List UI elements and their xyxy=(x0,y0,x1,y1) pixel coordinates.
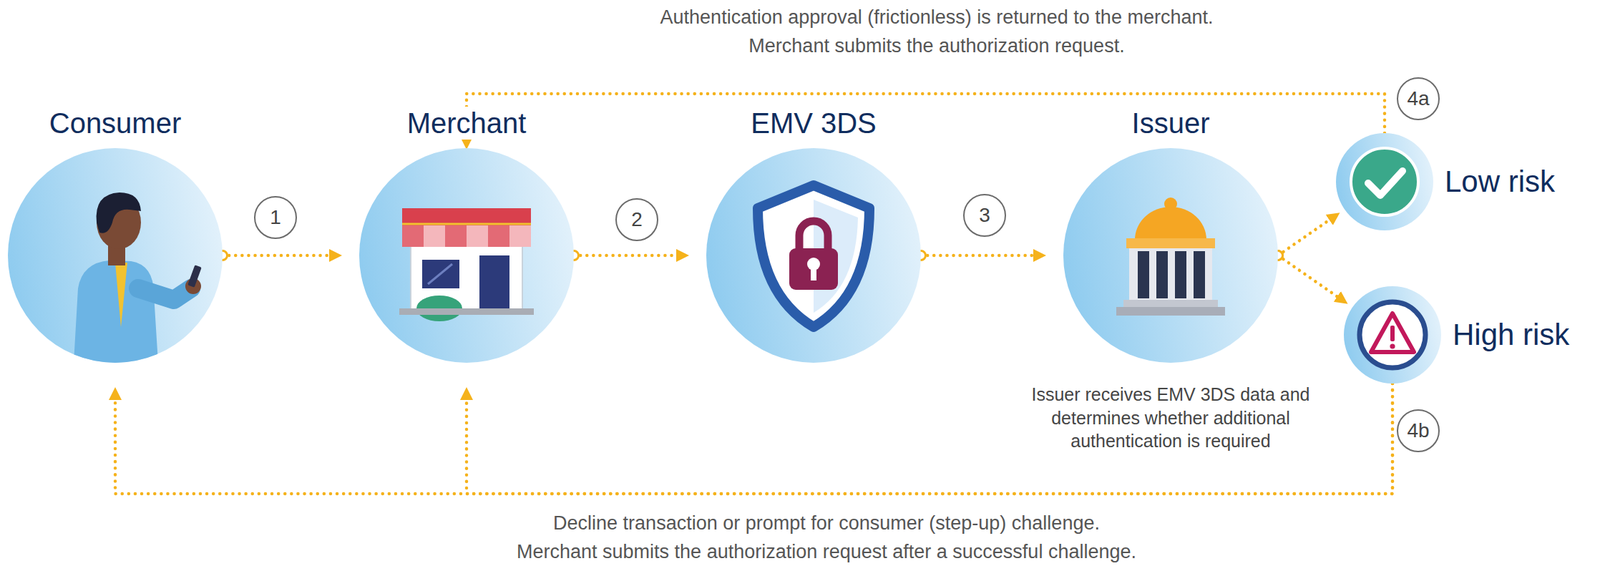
icon-part xyxy=(810,266,817,281)
icon-part xyxy=(509,225,531,247)
icon-part xyxy=(1123,299,1218,307)
icon-part xyxy=(466,225,489,247)
icon-part xyxy=(422,259,460,289)
icon-part xyxy=(445,225,467,247)
bank-building xyxy=(1116,197,1226,316)
circle-shape xyxy=(1335,133,1434,231)
node-heading: Low risk xyxy=(1444,164,1555,199)
callout-number: 3 xyxy=(963,193,1007,237)
icon-part xyxy=(1134,206,1207,240)
icon-part xyxy=(789,248,838,290)
icon-part xyxy=(96,192,141,234)
icon-part xyxy=(1389,343,1395,349)
dotted-arrow xyxy=(222,254,338,258)
callout-number: 2 xyxy=(615,198,659,242)
icon-part xyxy=(1116,306,1226,316)
flow-note: Merchant submits the authorization reque… xyxy=(745,35,1128,58)
icon-part xyxy=(1116,197,1226,316)
risk-circle: High risk xyxy=(1343,286,1442,384)
circle-fill xyxy=(359,148,574,363)
icon-part xyxy=(1371,313,1414,353)
callout-number: 1 xyxy=(254,196,297,239)
icon-part xyxy=(1359,301,1426,368)
actor-circle: Consumer xyxy=(7,148,223,363)
check-icon xyxy=(1350,148,1419,216)
icon-part xyxy=(1368,171,1403,196)
actor-circle: IssuerIssuer receives EMV 3DS data and d… xyxy=(1063,148,1278,363)
icon-part xyxy=(1126,238,1216,249)
node-heading: Consumer xyxy=(45,106,187,140)
icon-part xyxy=(1156,251,1168,299)
node-heading: EMV 3DS xyxy=(746,106,881,140)
icon-part xyxy=(1193,251,1206,299)
flow-note: Decline transaction or prompt for consum… xyxy=(550,512,1103,535)
icon-part xyxy=(423,225,446,247)
icon-part xyxy=(1129,248,1213,302)
icon-part xyxy=(488,225,510,247)
flow-note: Authentication approval (frictionless) i… xyxy=(657,6,1217,29)
icon-part xyxy=(73,260,159,363)
icon-part xyxy=(187,264,202,288)
circle-shape xyxy=(359,148,574,363)
circle-fill xyxy=(1343,286,1442,384)
circle-shape xyxy=(1063,148,1278,363)
dotted-arrow xyxy=(920,254,1042,258)
node-heading: High risk xyxy=(1452,317,1570,353)
dotted-arrow xyxy=(115,383,1393,494)
dotted-arrow xyxy=(466,383,1393,494)
circle-shape xyxy=(7,148,223,363)
circle-fill xyxy=(706,148,921,363)
icon-part xyxy=(1350,148,1419,216)
icon-part xyxy=(1174,251,1187,299)
circle-fill xyxy=(7,148,223,363)
icon-part xyxy=(402,223,531,226)
shield-lock-icon xyxy=(757,185,870,328)
circle-shape xyxy=(1343,286,1442,384)
icon-part xyxy=(138,288,192,300)
node-description: Issuer receives EMV 3DS data and determi… xyxy=(1006,382,1336,453)
circle-fill xyxy=(1335,133,1434,231)
actor-circle: Merchant xyxy=(359,148,574,363)
icon-part xyxy=(73,192,202,363)
flow-note: Merchant submits the authorization reque… xyxy=(513,540,1140,564)
actor-circle: EMV 3DS xyxy=(706,148,921,363)
icon-part xyxy=(479,255,510,310)
icon-part xyxy=(402,225,424,247)
dotted-arrow xyxy=(1277,255,1345,302)
icon-part xyxy=(1390,325,1395,342)
callout-number: 4a xyxy=(1396,77,1440,121)
icon-part xyxy=(402,208,531,226)
circle-fill xyxy=(1063,148,1278,363)
icon-part xyxy=(1350,148,1419,216)
icon-part xyxy=(399,308,534,315)
risk-circle: Low risk xyxy=(1335,133,1434,231)
callout-number: 4b xyxy=(1396,409,1440,453)
icon-part xyxy=(1137,251,1150,299)
icon-part xyxy=(399,208,534,322)
icon-part xyxy=(757,185,870,328)
dotted-arrow xyxy=(573,254,685,258)
node-heading: Issuer xyxy=(1127,106,1215,140)
node-heading: Merchant xyxy=(402,106,531,140)
dotted-arrow xyxy=(1277,215,1337,256)
store-illustration xyxy=(399,208,534,322)
consumer-figure xyxy=(73,192,202,363)
icon-part xyxy=(427,264,453,285)
icon-part xyxy=(115,262,128,328)
dotted-arrow xyxy=(466,93,1385,146)
icon-part xyxy=(799,221,828,250)
circle-shape xyxy=(706,148,921,363)
icon-part xyxy=(757,185,870,328)
warning-icon xyxy=(1359,301,1426,368)
icon-part xyxy=(1359,301,1426,368)
